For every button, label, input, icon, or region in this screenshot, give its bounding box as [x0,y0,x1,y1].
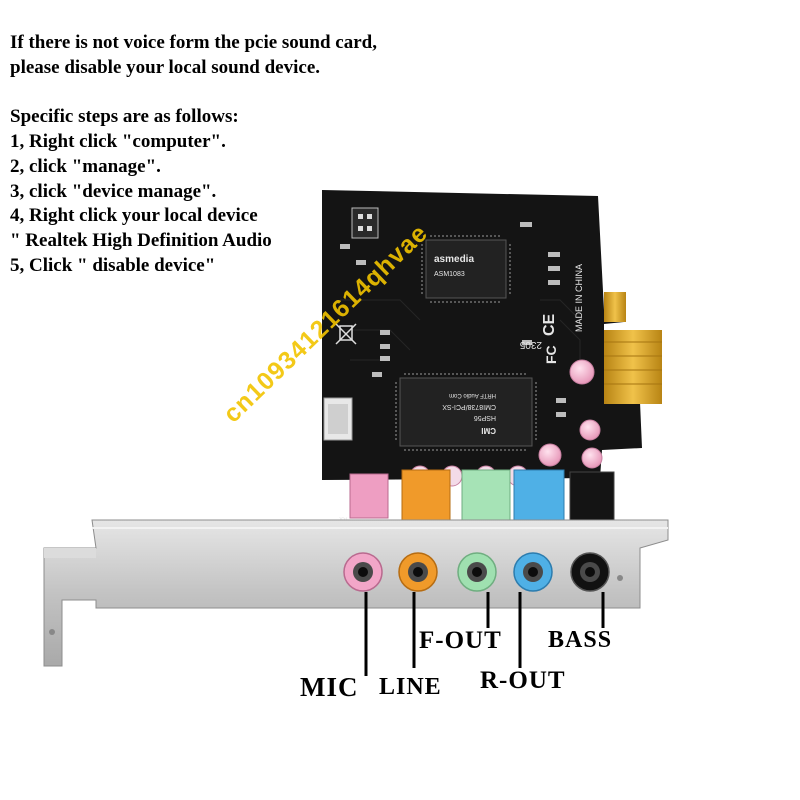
jack-f-out [457,552,497,592]
metal-bracket [43,519,669,667]
intro-line-2: please disable your local sound device. [10,57,321,78]
chip2-line4: HRTF Audio Com [449,392,496,398]
chip2-model: CMI8738/PCI-SX [442,403,496,410]
step-5: 5, Click " disable device" [10,255,216,276]
jack-mic [343,552,383,592]
recycle-bin-icon [335,323,357,345]
step-2: 2, click "manage". [10,156,161,177]
audio-chip: CMI HSP56 CMI8738/PCI-SX HRTF Audio Com [395,373,537,451]
step-1: 1, Right click "computer". [10,131,226,152]
jack-r-out [513,552,553,592]
pcie-gold-connector [604,292,662,404]
fcc-mark: FC [543,345,559,364]
chip2-brand: CMI [481,426,496,435]
label-mic: MIC [300,672,359,702]
label-f-out: F-OUT [419,627,502,654]
made-in-label: MADE IN CHINA [574,264,584,332]
steps-heading: Specific steps are as follows: [10,106,239,127]
chip2-line3: HSP56 [474,414,496,421]
jack-bass [570,552,610,592]
jack-blocks [349,469,615,521]
label-bass: BASS [548,627,613,653]
intro-line-1: If there is not voice form the pcie soun… [10,32,377,53]
step-4: 4, Right click your local device [10,205,258,226]
label-r-out: R-OUT [480,667,566,694]
pin-header [351,207,379,239]
jack-line [398,552,438,592]
bridge-chip: asmedia ASM1083 [421,235,511,303]
ce-mark: CE [541,313,558,336]
chip1-brand: asmedia [434,254,474,265]
internal-connector [323,397,353,441]
leader-lines [364,592,605,676]
date-code-label: 2305 [519,339,542,350]
step-3: 3, click "device manage". [10,181,217,202]
label-line: LINE [379,674,442,700]
step-4b: " Realtek High Definition Audio [10,230,272,251]
chip1-model: ASM1083 [434,271,465,278]
